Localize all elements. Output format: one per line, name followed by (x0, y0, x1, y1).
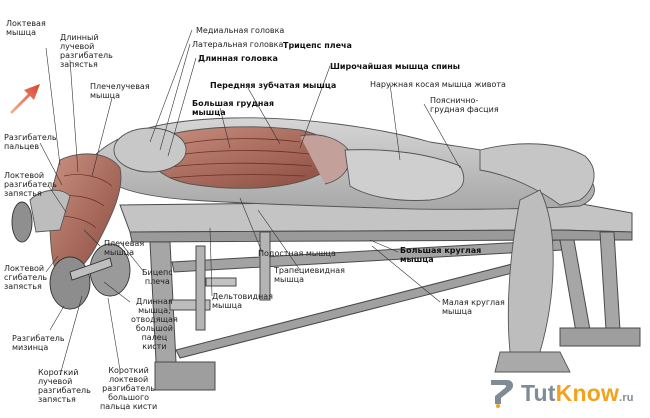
label-podostnaya: Подостная мышца (258, 249, 336, 258)
label-medialnaya-golovka: Медиальная головка (196, 26, 285, 35)
tutknow-logo: TutKnow.ru (487, 374, 643, 414)
logo-part-ru: .ru (619, 392, 634, 404)
label-bolshaya-kruglaya: Большая круглая мышца (400, 246, 482, 264)
tutknow-logo-icon (491, 380, 514, 408)
head (113, 127, 187, 173)
label-plechevaya: Плечевая мышца (104, 239, 145, 257)
label-malaya-kruglaya: Малая круглая мышца (442, 298, 505, 316)
torso (89, 117, 595, 373)
label-loktevoy-razgibatel: Локтевой разгибатель запястья (4, 171, 57, 198)
label-loktevaya-myshtsa: Локтевая мышца (6, 19, 46, 37)
logo-part-know: Know (555, 380, 620, 406)
label-korotkiy-luchevoy: Короткий лучевой разгибатель запястья (38, 368, 91, 404)
label-triceps-plecha: Трицепс плеча (283, 41, 352, 50)
bench (119, 199, 641, 391)
logo-part-tut: Tut (521, 380, 556, 406)
label-poyasnichno-grudnaya: Пояснично- грудная фасция (430, 96, 499, 114)
label-loktevoy-sgibatel: Локтевой сгибатель запястья (4, 264, 48, 291)
arm (29, 153, 122, 278)
label-dlinnaya-golovka: Длинная головка (198, 54, 278, 63)
label-trapetsievidnaya: Трапециевидная мышца (274, 266, 345, 284)
label-lateralnaya-golovka: Латеральная головка (192, 40, 284, 49)
label-dlinny-luchevoy: Длинный лучевой разгибатель запястья (60, 33, 113, 69)
label-razgibatel-paltsev: Разгибатель пальцев (4, 133, 57, 151)
label-naruzhnaya-kosaya: Наружная косая мышца живота (370, 80, 506, 89)
dumbbell (11, 201, 131, 310)
label-korotkiy-loktevoy: Короткий локтевой разгибатель большого п… (100, 366, 158, 411)
label-bolshaya-grudnaya: Большая грудная мышца (192, 99, 274, 117)
label-plecheluchevaya: Плечелучевая мышца (90, 82, 150, 100)
leader-lines (39, 29, 461, 376)
label-shirochayshaya: Широчайшая мышца спины (330, 62, 461, 71)
label-razgibatel-mizintsa: Разгибатель мизинца (12, 334, 65, 352)
label-dlinnaya-otvodyashchaya: Длинная мышца, отводящая большой палец к… (131, 297, 178, 351)
up-right-arrow-icon (10, 84, 40, 114)
label-deltovidnaya: Дельтовидная мышца (212, 292, 273, 310)
label-perednyaya-zubchataya: Передняя зубчатая мышца (210, 81, 337, 90)
label-bitseps: Бицепс плеча (142, 268, 173, 286)
